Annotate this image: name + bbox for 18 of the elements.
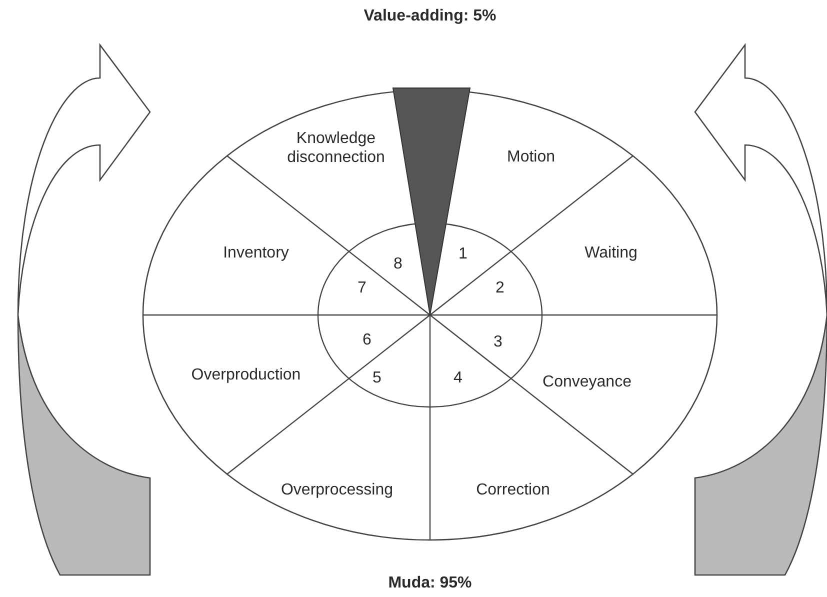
segment-label: Overproduction <box>191 366 301 384</box>
segment-label: Motion <box>506 148 556 166</box>
segment-number: 1 <box>458 244 468 264</box>
chart-caption: Muda: 95% <box>388 574 472 592</box>
segment-label: Waiting <box>584 244 638 262</box>
segment-number: 2 <box>496 278 504 298</box>
segment-label: Correction <box>476 480 550 500</box>
segment-label: Overprocessing <box>280 480 394 500</box>
segment-label: Inventory <box>223 244 289 262</box>
segment-number: 6 <box>362 330 372 350</box>
segment-number: 7 <box>358 278 366 298</box>
segment-number: 4 <box>454 368 462 388</box>
segment-label: Knowledge disconnection <box>286 129 386 167</box>
segment-label: Conveyance <box>542 372 632 392</box>
chart-title: Value-adding: 5% <box>364 6 496 26</box>
segment-number: 5 <box>372 368 382 388</box>
segment-number: 3 <box>494 332 502 352</box>
segment-number: 8 <box>394 254 402 274</box>
